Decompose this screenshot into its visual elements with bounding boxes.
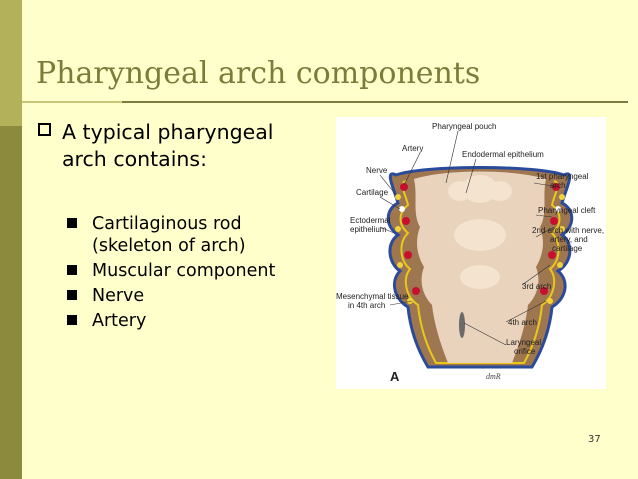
median-swelling <box>462 175 498 203</box>
artist-signature: dmR <box>486 372 501 381</box>
pharyngeal-arch-diagram: Pharyngeal pouch Artery Endodermal epith… <box>336 117 606 389</box>
label-mesenchymal-tissue: Mesenchymal tissue <box>336 292 409 301</box>
arch-illustration: Pharyngeal pouch Artery Endodermal epith… <box>336 122 604 384</box>
label-1st-pharyngeal: 1st pharyngeal <box>536 172 589 181</box>
nerve-dot <box>557 262 563 268</box>
page-number: 37 <box>588 434 601 445</box>
nerve-dot <box>407 298 413 304</box>
main-bullet-text: A typical pharyngeal arch contains: <box>62 120 274 171</box>
sub-bullet-list: Cartilaginous rod (skeleton of arch) Mus… <box>67 213 327 335</box>
lateral-swelling <box>488 181 512 201</box>
artery-dot <box>552 183 560 191</box>
square-bullet-icon <box>67 315 77 325</box>
nerve-dot <box>547 298 553 304</box>
artery-dot <box>548 251 556 259</box>
label-laryngeal: Laryngeal <box>506 338 541 347</box>
label-pharyngeal-cleft: Pharyngeal cleft <box>538 206 596 215</box>
artery-dot <box>550 217 558 225</box>
label-4th-arch: 4th arch <box>508 318 537 327</box>
sub-bullet-text: Artery <box>92 311 147 331</box>
square-bullet-icon <box>67 265 77 275</box>
label-arch: arch <box>550 181 566 190</box>
label-cartilage: Cartilage <box>356 188 389 197</box>
label-pharyngeal-pouch: Pharyngeal pouch <box>432 122 497 131</box>
lateral-swelling <box>448 181 472 201</box>
leader-lines <box>379 130 559 346</box>
sub-bullet-item: Cartilaginous rod (skeleton of arch) <box>67 213 327 257</box>
sub-bullet-item: Muscular component <box>67 260 327 282</box>
square-bullet-icon <box>67 218 77 228</box>
label-endodermal-epithelium: Endodermal epithelium <box>462 150 544 159</box>
nerve-dot <box>559 226 565 232</box>
sub-bullet-text: Nerve <box>92 286 145 306</box>
artery-dot <box>400 183 408 191</box>
sub-bullet-text: Muscular component <box>92 261 276 281</box>
label-cartilage-2: cartilage <box>552 244 583 253</box>
artery-dot <box>404 251 412 259</box>
square-bullet-icon <box>67 290 77 300</box>
artery-dot <box>540 287 548 295</box>
label-3rd-arch: 3rd arch <box>522 282 551 291</box>
hollow-square-bullet-icon <box>38 123 51 136</box>
label-nerve: Nerve <box>366 166 388 175</box>
slide-sidebar <box>0 0 22 479</box>
label-artery-and: artery, and <box>550 235 588 244</box>
floor-swelling <box>454 219 506 251</box>
nerve-dot <box>395 194 401 200</box>
floor-swelling <box>460 265 500 289</box>
sub-bullet-text: Cartilaginous rod (skeleton of arch) <box>92 214 246 256</box>
label-in-4th-arch: in 4th arch <box>348 301 385 310</box>
nerve-dot <box>397 262 403 268</box>
slide-title: Pharyngeal arch components <box>36 56 481 91</box>
label-2nd-arch: 2nd arch with nerve, <box>532 226 604 235</box>
laryngeal-orifice <box>459 312 465 338</box>
panel-label: A <box>390 369 400 384</box>
label-ectodermal: Ectodermal <box>350 216 391 225</box>
cartilage-dot <box>399 206 405 212</box>
label-epithelium: epithelium <box>350 225 387 234</box>
artery-dot <box>402 217 410 225</box>
nerve-dot <box>395 226 401 232</box>
cartilage-dot <box>555 206 561 212</box>
sub-bullet-item: Nerve <box>67 285 327 307</box>
label-orifice: orifice <box>514 347 536 356</box>
artery-dot <box>412 287 420 295</box>
label-artery: Artery <box>402 144 423 153</box>
title-divider <box>22 101 628 103</box>
sub-bullet-item: Artery <box>67 310 327 332</box>
nerve-dot <box>559 194 565 200</box>
